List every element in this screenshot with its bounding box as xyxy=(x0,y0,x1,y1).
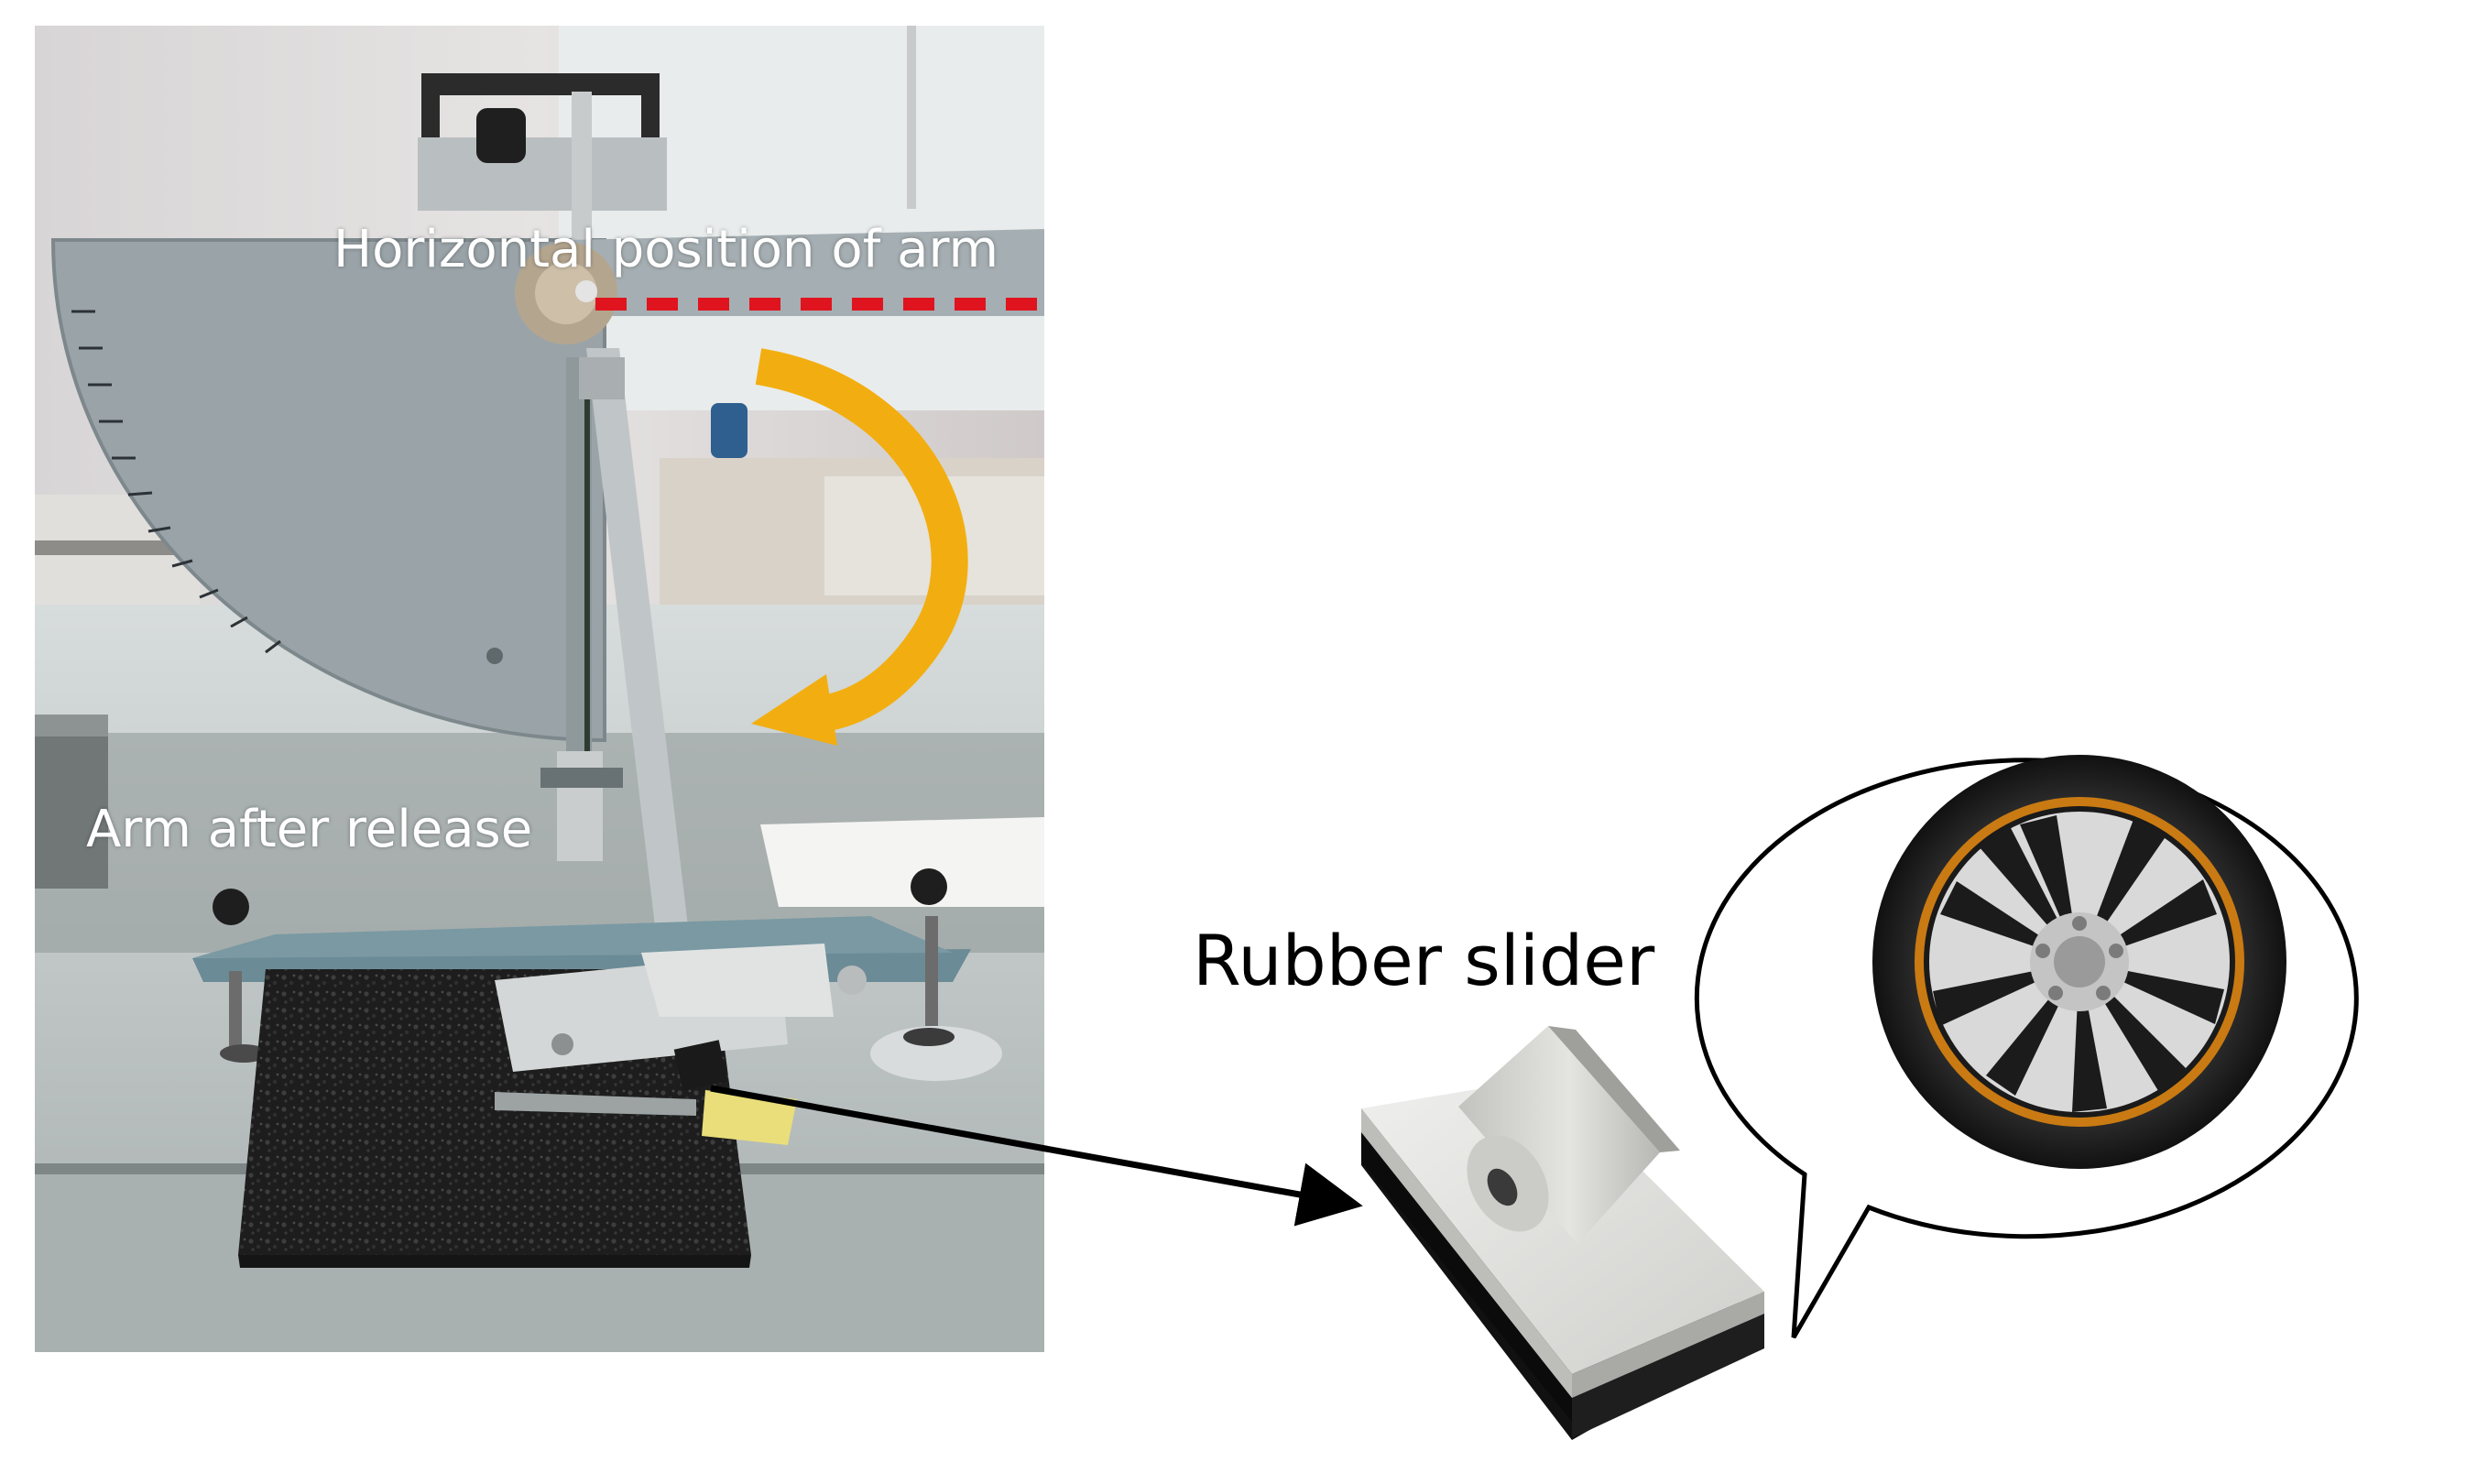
pendulum-tester-photo xyxy=(35,26,1044,1352)
swing-arrow xyxy=(755,348,968,733)
pointer-arrow xyxy=(710,1085,1363,1227)
label-arm-after-release: Arm after release xyxy=(86,800,533,859)
swing-arrow-head xyxy=(751,674,837,746)
tire-wheel-icon xyxy=(1872,755,2286,1169)
label-rubber-slider: Rubber slider xyxy=(1193,920,1655,1001)
label-horizontal-position: Horizontal position of arm xyxy=(333,220,999,279)
rubber-slider-illustration xyxy=(1361,1026,1764,1440)
